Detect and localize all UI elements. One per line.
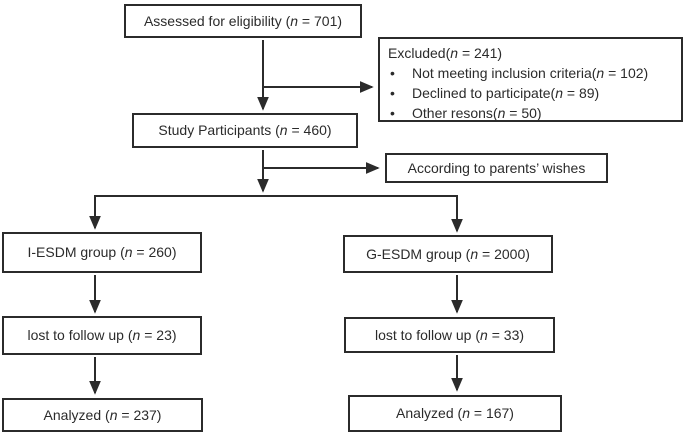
- box-label: Analyzed (n = 237): [43, 406, 162, 423]
- box-gesdm-group: G-ESDM group (n = 2000): [343, 235, 553, 273]
- excluded-item: • Not meeting inclusion criteria(n = 102…: [380, 63, 681, 83]
- box-analyzed-iesdm: Analyzed (n = 237): [2, 398, 203, 432]
- box-label: Analyzed (n = 167): [396, 405, 514, 422]
- box-iesdm-group: I-ESDM group (n = 260): [2, 232, 202, 273]
- excluded-item-label: Declined to participate(n = 89): [412, 85, 600, 101]
- excluded-title: Excluded(n = 241): [388, 45, 503, 61]
- excluded-item: • Other resons(n = 50): [380, 103, 681, 123]
- excluded-item: • Declined to participate(n = 89): [380, 83, 681, 103]
- box-label: G-ESDM group (n = 2000): [366, 245, 530, 262]
- box-assessed-eligibility: Assessed for eligibility (n = 701): [124, 4, 362, 38]
- excluded-item-label: Not meeting inclusion criteria(n = 102): [412, 65, 649, 81]
- box-label: I-ESDM group (n = 260): [27, 244, 177, 261]
- box-parents-wishes: According to parents’ wishes: [385, 153, 608, 183]
- box-label: lost to follow up (n = 23): [27, 327, 177, 344]
- box-label: According to parents’ wishes: [407, 159, 586, 176]
- box-lost-followup-iesdm: lost to follow up (n = 23): [2, 316, 202, 355]
- bullet-icon: •: [390, 65, 395, 81]
- box-lost-followup-gesdm: lost to follow up (n = 33): [344, 317, 555, 353]
- bullet-icon: •: [390, 105, 395, 121]
- box-label: lost to follow up (n = 33): [374, 326, 525, 343]
- box-excluded: Excluded(n = 241) • Not meeting inclusio…: [378, 37, 683, 122]
- excluded-item-label: Other resons(n = 50): [412, 105, 542, 121]
- box-analyzed-gesdm: Analyzed (n = 167): [348, 395, 562, 432]
- bullet-icon: •: [390, 85, 395, 101]
- box-label: Study Participants (n = 460): [158, 122, 332, 139]
- box-label: Assessed for eligibility (n = 701): [143, 12, 343, 29]
- box-study-participants: Study Participants (n = 460): [132, 113, 358, 148]
